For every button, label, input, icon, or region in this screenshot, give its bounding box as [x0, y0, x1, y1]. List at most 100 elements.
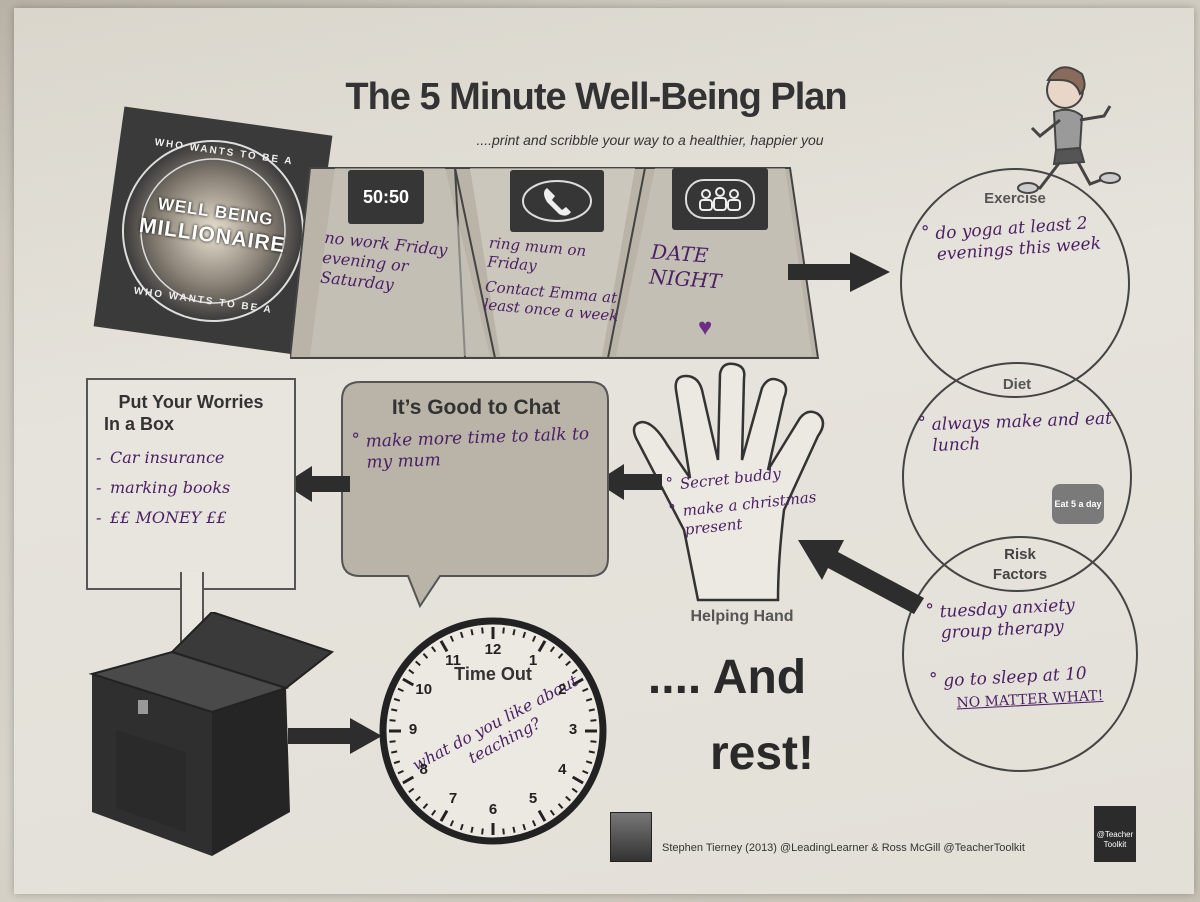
diet-title: Diet	[1002, 376, 1032, 393]
clock-number: 8	[419, 761, 428, 778]
clock-number: 10	[415, 681, 433, 698]
clock-tick	[571, 787, 578, 793]
clock-tick	[571, 669, 578, 675]
lifeline-note-3: DATE NIGHT	[648, 239, 723, 294]
clock-tick	[590, 719, 597, 722]
clock-tick	[512, 826, 516, 833]
clock-tick	[585, 697, 593, 702]
arrow-left-icon	[596, 464, 662, 500]
and-rest-line1: .... And	[647, 651, 807, 704]
clock-tick	[449, 635, 455, 642]
clock-tick	[415, 795, 421, 802]
clock-number: 2	[558, 681, 567, 698]
clock-tick	[391, 708, 398, 712]
clock-number: 3	[568, 721, 578, 738]
worry-box	[88, 612, 335, 856]
clock-number: 9	[408, 721, 418, 738]
heart-icon: ♥	[698, 314, 713, 341]
diet-note: always make and eat lunch	[917, 409, 1114, 458]
arrow-up-left-icon	[798, 540, 924, 614]
clock-tick	[470, 826, 474, 833]
clock-tick	[565, 660, 571, 667]
arrow-left-icon	[284, 466, 350, 502]
clock-tick	[565, 795, 571, 802]
clock-tick	[459, 823, 464, 831]
clock-tick	[393, 697, 401, 702]
helping-hand-label: Helping Hand	[690, 608, 794, 625]
clock-tick	[531, 820, 537, 827]
clock-tick	[557, 653, 564, 659]
page-subtitle: ....print and scribble your way to a hea…	[476, 132, 824, 148]
clock-tick	[537, 640, 547, 653]
clock-title: Time Out	[454, 664, 532, 684]
eat-five-badge: Eat 5 a day	[1052, 484, 1104, 524]
clock-tick	[470, 629, 474, 636]
arrow-right-icon	[788, 252, 890, 292]
footer-credit: Stephen Tierney (2013) @LeadingLearner &…	[662, 842, 1025, 854]
teachertoolkit-logo: @Teacher Toolkit	[1094, 806, 1136, 862]
clock-tick	[590, 740, 597, 743]
clock-tick	[439, 809, 449, 822]
clock-tick	[502, 828, 505, 835]
clock-tick	[393, 760, 401, 765]
risk-notes: tuesday anxiety group therapy go to slee…	[925, 593, 1121, 714]
clock-tick	[481, 627, 484, 634]
clock-tick	[549, 646, 555, 653]
clock-tick	[389, 719, 396, 722]
clock-tick	[537, 809, 547, 822]
clock-tick	[571, 775, 584, 785]
clock-tick	[449, 820, 455, 827]
audience-icon	[672, 168, 768, 230]
clock-tick	[389, 740, 396, 743]
phone-icon	[510, 170, 604, 232]
clock-tick	[582, 687, 589, 693]
author-photo	[610, 812, 652, 862]
page-title: The 5 Minute Well-Being Plan	[345, 76, 847, 118]
clock-tick	[408, 669, 415, 675]
clock-tick	[397, 769, 404, 775]
clock-tick	[439, 640, 449, 653]
lifeline-note-2: ring mum on Friday Contact Emma at least…	[482, 233, 620, 326]
clock-number: 11	[445, 651, 461, 669]
chat-note: make more time to talk to my mum	[351, 424, 598, 475]
clock-tick	[408, 787, 415, 793]
clock-tick	[522, 823, 527, 831]
clock-tick	[557, 803, 564, 809]
clock-tick	[549, 809, 555, 816]
clock-tick	[422, 653, 429, 659]
clock-tick	[522, 631, 527, 639]
clock-tick	[415, 660, 421, 667]
clock-tick	[531, 635, 537, 642]
clock-tick	[512, 629, 516, 636]
clock-tick	[502, 627, 505, 634]
risk-circle	[902, 536, 1138, 772]
clock-tick	[571, 677, 584, 687]
clock-tick	[422, 803, 429, 809]
clock-tick	[588, 708, 595, 712]
clock-tick	[391, 750, 398, 754]
clock-number: 6	[488, 801, 498, 818]
clock-tick	[588, 750, 595, 754]
clock-tick	[402, 775, 415, 785]
clock-face	[379, 617, 607, 845]
exercise-title: Exercise	[984, 190, 1046, 207]
clock-number: 4	[558, 761, 567, 778]
clock-number: 7	[448, 790, 458, 808]
clock-number: 12	[484, 641, 502, 658]
worries-list: Car insurance marking books ££ MONEY ££	[92, 448, 288, 528]
clock-tick	[585, 760, 593, 765]
risk-title-2: Factors	[992, 566, 1048, 583]
worries-title-2: In a Box	[104, 414, 175, 434]
clock-tick	[481, 828, 484, 835]
clock-tick	[397, 687, 404, 693]
risk-title-1: Risk	[1004, 546, 1036, 563]
clock-number: 5	[528, 790, 538, 808]
worries-title-1: Put Your Worries	[118, 392, 264, 412]
clock-number: 1	[528, 651, 538, 669]
arrow-right-icon	[288, 718, 382, 754]
clock-tick	[459, 631, 464, 639]
clock-tick	[431, 646, 437, 653]
chat-title: It’s Good to Chat	[391, 396, 561, 419]
clock-tick	[402, 677, 415, 687]
clock-tick	[582, 769, 589, 775]
